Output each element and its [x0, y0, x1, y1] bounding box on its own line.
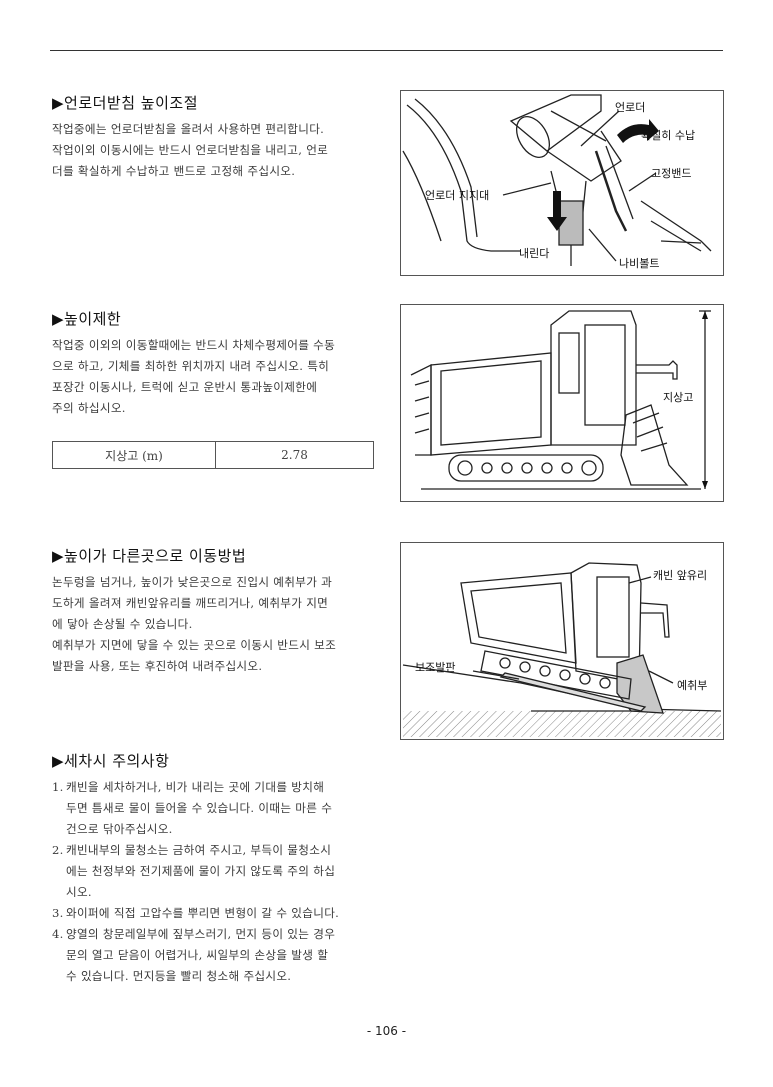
paragraph-line: 발판을 사용, 또는 후진하여 내려주십시오. — [52, 659, 263, 673]
label-lower: 내린다 — [519, 247, 549, 260]
section-title: ▶세차시 주의사항 — [52, 752, 170, 770]
dimension-top-arrow-icon — [702, 311, 708, 319]
list-text: 캐빈내부의 물청소는 금하여 주시고, 부득이 물청소시 에는 천정부와 전기제… — [66, 840, 335, 903]
label-wingbolt: 나비볼트 — [619, 257, 659, 270]
table-value-cell: 2.78 — [281, 448, 308, 462]
label-stow: 확실히 수납 — [641, 128, 695, 142]
list-line: 시오. — [66, 885, 92, 899]
list-line: 양열의 창문레일부에 짚부스러기, 먼지 등이 있는 경우 — [66, 927, 336, 941]
label-header: 예취부 — [677, 679, 707, 692]
label-ground-height: 지상고 — [663, 391, 693, 404]
down-arrow-icon — [547, 191, 567, 231]
paragraph-line: 예취부가 지면에 닿을 수 있는 곳으로 이동시 반드시 보조 — [52, 638, 337, 652]
list-item: 2. 캐빈내부의 물청소는 금하여 주시고, 부득이 물청소시 에는 천정부와 … — [52, 840, 382, 903]
list-line: 수 있습니다. 먼지등을 빨리 청소해 주십시오. — [66, 969, 292, 983]
section-body: 작업중 이외의 이동할때에는 반드시 차체수평제어를 수동 으로 하고, 기체를… — [52, 335, 374, 419]
ground-height-table: 지상고 (m) 2.78 — [52, 441, 374, 469]
combine-side-illustration: 지상고 — [410, 310, 711, 490]
list-line: 두면 틈새로 물이 들어올 수 있습니다. 이때는 마른 수 — [66, 801, 333, 815]
paragraph-line: 논두렁을 넘거나, 높이가 낮은곳으로 진입시 예취부가 과 — [52, 575, 333, 589]
paragraph-line: 도하게 올려져 캐빈앞유리를 깨뜨리거나, 예취부가 지면 — [52, 596, 329, 610]
list-line: 문의 열고 닫음이 어렵거나, 씨일부의 손상을 발생 할 — [66, 948, 329, 962]
paragraph-line: 더를 확실하게 수납하고 밴드로 고정해 주십시오. — [52, 164, 296, 178]
figure-ground-height: 지상고 — [400, 304, 724, 502]
list-line: 에는 천정부와 전기제품에 물이 가지 않도록 주의 하십 — [66, 864, 336, 878]
paragraph-line: 작업중 이외의 이동할때에는 반드시 차체수평제어를 수동 — [52, 338, 336, 352]
figure-unloader-support: 언로더 확실히 수납 고정밴드 언로더 지지대 내린다 나비볼트 — [400, 90, 724, 276]
section-title: ▶언로더받침 높이조절 — [52, 94, 199, 112]
table-label-cell: 지상고 (m) — [53, 442, 216, 468]
paragraph-line: 으로 하고, 기체를 최하한 위치까지 내려 주십시오. 특히 — [52, 359, 330, 373]
section-washing: ▶세차시 주의사항 1. 캐빈을 세차하거나, 비가 내리는 곳에 기대를 방치… — [52, 750, 382, 987]
paragraph-line: 작업중에는 언로더받침을 올려서 사용하면 편리합니다. — [52, 122, 325, 136]
section-title: ▶높이가 다른곳으로 이동방법 — [52, 547, 247, 565]
top-rule — [50, 50, 723, 51]
combine-slope-illustration: 캐빈 앞유리 보조발판 예취부 — [402, 562, 722, 737]
list-line: 캐빈내부의 물청소는 금하여 주시고, 부득이 물청소시 — [66, 843, 332, 857]
paragraph-line: 주의 하십시오. — [52, 401, 126, 415]
label-cabin-glass: 캐빈 앞유리 — [653, 569, 707, 582]
label-unloader: 언로더 — [615, 101, 645, 114]
list-text: 와이퍼에 직접 고압수를 뿌리면 변형이 갈 수 있습니다. — [66, 903, 339, 924]
paragraph-line: 에 닿아 손상될 수 있습니다. — [52, 617, 193, 631]
list-number: 4. — [52, 927, 64, 941]
figure-slope-move: 캐빈 앞유리 보조발판 예취부 — [400, 542, 724, 740]
list-item: 4. 양열의 창문레일부에 짚부스러기, 먼지 등이 있는 경우 문의 열고 닫… — [52, 924, 382, 987]
page-number: - 106 - — [366, 1024, 407, 1038]
list-item: 1. 캐빈을 세차하거나, 비가 내리는 곳에 기대를 방치해 두면 틈새로 물… — [52, 777, 382, 840]
list-number: 2. — [52, 843, 64, 857]
section-height-limit: ▶높이제한 작업중 이외의 이동할때에는 반드시 차체수평제어를 수동 으로 하… — [52, 308, 374, 419]
label-support: 언로더 지지대 — [425, 189, 489, 202]
list-line: 캐빈을 세차하거나, 비가 내리는 곳에 기대를 방치해 — [66, 780, 325, 794]
section-unloader-support: ▶언로더받침 높이조절 작업중에는 언로더받침을 올려서 사용하면 편리합니다.… — [52, 92, 374, 182]
list-text: 캐빈을 세차하거나, 비가 내리는 곳에 기대를 방치해 두면 틈새로 물이 들… — [66, 777, 332, 840]
list-number: 3. — [52, 906, 64, 920]
list-text: 양열의 창문레일부에 짚부스러기, 먼지 등이 있는 경우 문의 열고 닫음이 … — [66, 924, 335, 987]
stow-arrow-icon — [617, 119, 659, 143]
section-slope-move: ▶높이가 다른곳으로 이동방법 논두렁을 넘거나, 높이가 낮은곳으로 진입시 … — [52, 545, 374, 677]
section-title: ▶높이제한 — [52, 310, 122, 328]
section-body: 작업중에는 언로더받침을 올려서 사용하면 편리합니다. 작업이외 이동시에는 … — [52, 119, 374, 182]
list-line: 건으로 닦아주십시오. — [66, 822, 173, 836]
unloader-illustration: 언로더 확실히 수납 고정밴드 언로더 지지대 내린다 나비볼트 — [402, 94, 712, 270]
list-line: 와이퍼에 직접 고압수를 뿌리면 변형이 갈 수 있습니다. — [66, 906, 340, 920]
paragraph-line: 작업이외 이동시에는 반드시 언로더받침을 내리고, 언로 — [52, 143, 329, 157]
label-band: 고정밴드 — [651, 167, 691, 180]
section-body: 논두렁을 넘거나, 높이가 낮은곳으로 진입시 예취부가 과 도하게 올려져 캐… — [52, 572, 374, 677]
label-aux-plank: 보조발판 — [415, 661, 455, 674]
paragraph-line: 포장간 이동시나, 트럭에 싣고 운반시 통과높이제한에 — [52, 380, 318, 394]
list-number: 1. — [52, 780, 64, 794]
dimension-bottom-arrow-icon — [702, 481, 708, 489]
list-item: 3. 와이퍼에 직접 고압수를 뿌리면 변형이 갈 수 있습니다. — [52, 903, 382, 924]
ground-hatch — [403, 711, 721, 737]
